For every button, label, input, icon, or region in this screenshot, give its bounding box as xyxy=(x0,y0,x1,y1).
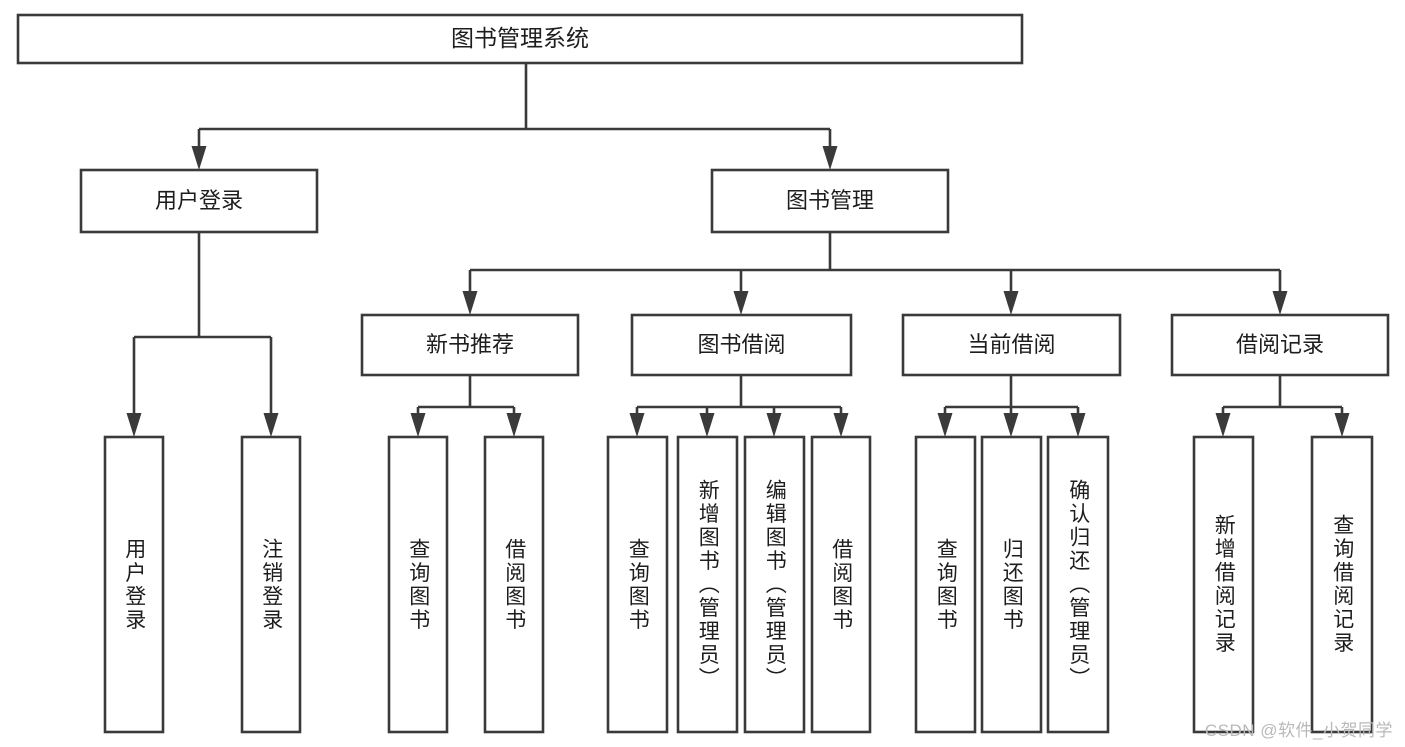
node-book-borrow-box[interactable] xyxy=(630,313,853,377)
current-borrow-to-leaf-confirm-return-arrowhead xyxy=(1070,413,1086,437)
borrow-record-to-leaf-add-record-arrowhead xyxy=(1215,413,1231,437)
node-new-book-rec-label: 新书推荐 xyxy=(426,332,514,357)
book-manage-to-new-book-rec-arrowhead xyxy=(462,291,478,315)
leaf-leaf-query-record-box[interactable] xyxy=(1310,435,1374,734)
node-borrow-record-box[interactable] xyxy=(1170,313,1390,377)
node-current-borrow-label: 当前借阅 xyxy=(967,332,1055,357)
current-borrow-to-leaf-return-book-arrowhead xyxy=(1003,413,1019,437)
new-book-rec-to-leaf-query-book-1-arrowhead xyxy=(410,413,426,437)
book-manage-to-book-borrow-arrowhead xyxy=(733,291,749,315)
leaf-leaf-add-book-box[interactable] xyxy=(676,435,739,734)
node-current-borrow-box[interactable] xyxy=(901,313,1122,377)
node-book-borrow-label: 图书借阅 xyxy=(697,332,785,357)
leaf-leaf-confirm-return-box[interactable] xyxy=(1046,435,1110,734)
book-manage-to-current-borrow-arrowhead xyxy=(1003,291,1019,315)
leaf-leaf-user-login-box[interactable] xyxy=(103,435,165,734)
connector-layer xyxy=(126,63,1350,437)
new-book-rec-to-leaf-borrow-book-1-arrowhead xyxy=(506,413,522,437)
node-box-layer xyxy=(16,13,1390,734)
user-login-to-leaf-logout-login-arrowhead xyxy=(263,413,279,437)
node-book-manage-box[interactable] xyxy=(710,168,950,234)
current-borrow-to-leaf-query-book-3-arrowhead xyxy=(937,413,953,437)
book-borrow-to-leaf-query-book-2-arrowhead xyxy=(629,413,645,437)
book-borrow-to-leaf-borrow-book-2-arrowhead xyxy=(833,413,849,437)
root-node-box[interactable] xyxy=(16,13,1024,65)
node-book-manage-label: 图书管理 xyxy=(786,188,874,213)
leaf-leaf-borrow-book-1-box[interactable] xyxy=(483,435,545,734)
node-new-book-rec-box[interactable] xyxy=(360,313,580,377)
user-login-to-leaf-user-login-arrowhead xyxy=(126,413,142,437)
root-node-label: 图书管理系统 xyxy=(451,25,589,51)
borrow-record-to-leaf-query-record-arrowhead xyxy=(1334,413,1350,437)
leaf-leaf-query-book-3-box[interactable] xyxy=(914,435,977,734)
node-borrow-record-label: 借阅记录 xyxy=(1236,332,1324,357)
node-user-login-label: 用户登录 xyxy=(155,188,243,213)
book-borrow-to-leaf-add-book-arrowhead xyxy=(699,413,715,437)
root-to-book-manage-arrowhead xyxy=(822,146,838,170)
leaf-leaf-borrow-book-2-box[interactable] xyxy=(810,435,872,734)
leaf-leaf-query-book-2-box[interactable] xyxy=(606,435,669,734)
leaf-leaf-add-record-box[interactable] xyxy=(1192,435,1255,734)
book-manage-to-borrow-record-arrowhead xyxy=(1272,291,1288,315)
leaf-leaf-return-book-box[interactable] xyxy=(980,435,1043,734)
leaf-leaf-edit-book-box[interactable] xyxy=(743,435,806,734)
watermark-text: CSDN @软件_小贺同学 xyxy=(1204,721,1393,740)
book-borrow-to-leaf-edit-book-arrowhead xyxy=(766,413,782,437)
node-user-login-box[interactable] xyxy=(79,168,319,234)
leaf-leaf-logout-login-box[interactable] xyxy=(240,435,302,734)
root-to-user-login-arrowhead xyxy=(191,146,207,170)
leaf-leaf-query-book-1-box[interactable] xyxy=(387,435,449,734)
